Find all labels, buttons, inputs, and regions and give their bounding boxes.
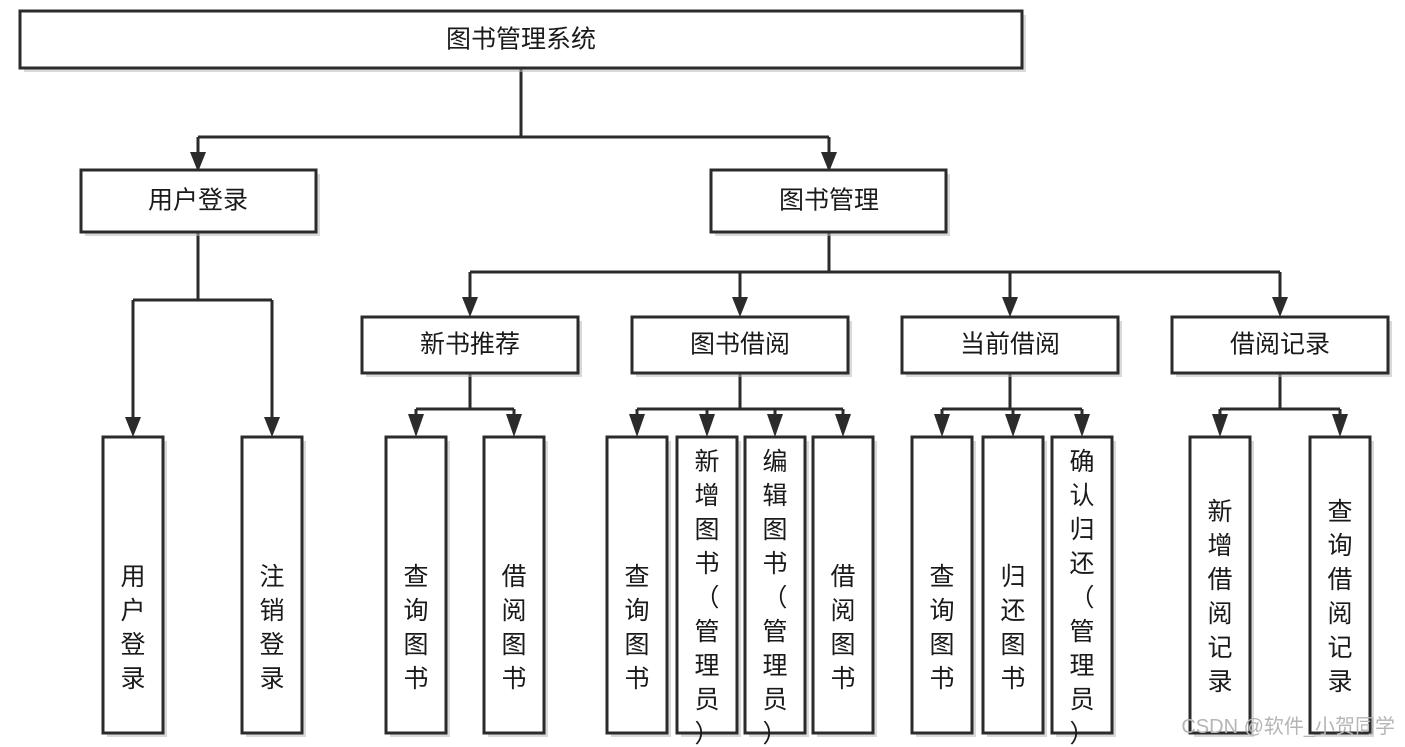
arrow-record-leaf1-icon — [1212, 414, 1228, 437]
arrow-to-newbook-icon — [462, 297, 478, 317]
node-leaf-add-book-admin-label: 新增图书（管理员） — [694, 448, 719, 747]
arrow-to-current-icon — [1002, 297, 1018, 317]
node-leaf-query-book-borrow-label: 查询图书 — [624, 563, 649, 693]
arrow-current-leaf2-icon — [1005, 414, 1021, 437]
node-book-borrow[interactable]: 图书借阅 — [630, 315, 852, 377]
arrow-newbook-leaf2-icon — [506, 414, 522, 437]
node-leaf-query-borrow-record-label: 查询借阅记录 — [1327, 498, 1352, 696]
node-leaf-query-book-current-label: 查询图书 — [929, 563, 954, 693]
node-leaf-user-login-label: 用户登录 — [120, 563, 145, 693]
arrow-to-book-manage-icon — [821, 152, 837, 172]
node-layer: 图书管理系统 用户登录 图书管理 新书推荐 — [18, 9, 1392, 747]
node-book-management-label: 图书管理 — [779, 187, 879, 215]
node-leaf-confirm-return-admin[interactable]: 确认归还（管理员） — [1050, 435, 1116, 747]
arrow-borrow-leaf2-icon — [699, 414, 715, 437]
node-borrow-record-label: 借阅记录 — [1230, 331, 1330, 359]
arrow-record-leaf2-icon — [1332, 414, 1348, 437]
node-leaf-edit-book-admin[interactable]: 编辑图书（管理员） — [743, 435, 809, 747]
node-leaf-logout[interactable]: 注销登录 — [240, 435, 306, 737]
arrow-to-user-login-icon — [190, 152, 206, 172]
connector-layer — [125, 68, 1348, 437]
arrow-borrow-leaf4-icon — [835, 414, 851, 437]
node-leaf-query-book-borrow[interactable]: 查询图书 — [605, 435, 671, 737]
node-user-login[interactable]: 用户登录 — [79, 168, 320, 236]
node-leaf-query-book-current[interactable]: 查询图书 — [910, 435, 976, 737]
arrow-to-userlogin-leaf2-icon — [264, 417, 280, 437]
arrow-borrow-leaf1-icon — [629, 414, 645, 437]
node-current-borrow[interactable]: 当前借阅 — [900, 315, 1122, 377]
node-leaf-logout-label: 注销登录 — [259, 563, 284, 693]
node-leaf-query-borrow-record[interactable]: 查询借阅记录 — [1308, 435, 1374, 737]
node-book-management[interactable]: 图书管理 — [709, 168, 950, 236]
node-book-borrow-label: 图书借阅 — [690, 331, 790, 359]
node-leaf-borrow-book[interactable]: 借阅图书 — [811, 435, 877, 737]
node-leaf-confirm-return-admin-label: 确认归还（管理员） — [1069, 448, 1094, 747]
arrow-newbook-leaf1-icon — [408, 414, 424, 437]
arrow-borrow-leaf3-icon — [767, 414, 783, 437]
arrow-to-record-icon — [1272, 297, 1288, 317]
node-leaf-add-borrow-record-label: 新增借阅记录 — [1207, 498, 1232, 696]
node-leaf-query-book-recommend[interactable]: 查询图书 — [384, 435, 450, 737]
node-leaf-borrow-book-label: 借阅图书 — [830, 563, 855, 693]
node-leaf-return-book-label: 归还图书 — [1000, 563, 1025, 693]
node-user-login-label: 用户登录 — [148, 187, 248, 215]
node-leaf-add-borrow-record[interactable]: 新增借阅记录 — [1188, 435, 1254, 737]
arrow-to-borrow-icon — [732, 297, 748, 317]
arrow-to-userlogin-leaf1-icon — [125, 417, 141, 437]
node-current-borrow-label: 当前借阅 — [960, 331, 1060, 359]
node-leaf-edit-book-admin-label: 编辑图书（管理员） — [762, 448, 787, 747]
node-leaf-user-login[interactable]: 用户登录 — [101, 435, 167, 737]
arrow-current-leaf3-icon — [1074, 414, 1090, 437]
node-new-book-recommend-label: 新书推荐 — [420, 331, 520, 359]
arrow-current-leaf1-icon — [934, 414, 950, 437]
node-leaf-add-book-admin[interactable]: 新增图书（管理员） — [675, 435, 741, 747]
node-leaf-borrow-book-recommend[interactable]: 借阅图书 — [482, 435, 548, 737]
node-new-book-recommend[interactable]: 新书推荐 — [360, 315, 582, 377]
node-leaf-borrow-book-recommend-label: 借阅图书 — [501, 563, 526, 693]
node-root-system-label: 图书管理系统 — [446, 26, 596, 54]
node-root-system[interactable]: 图书管理系统 — [18, 9, 1026, 72]
node-borrow-record[interactable]: 借阅记录 — [1170, 315, 1392, 377]
node-leaf-query-book-recommend-label: 查询图书 — [403, 563, 428, 693]
csdn-watermark: CSDN @软件_小贺同学 — [1181, 715, 1395, 738]
node-leaf-return-book[interactable]: 归还图书 — [981, 435, 1047, 737]
